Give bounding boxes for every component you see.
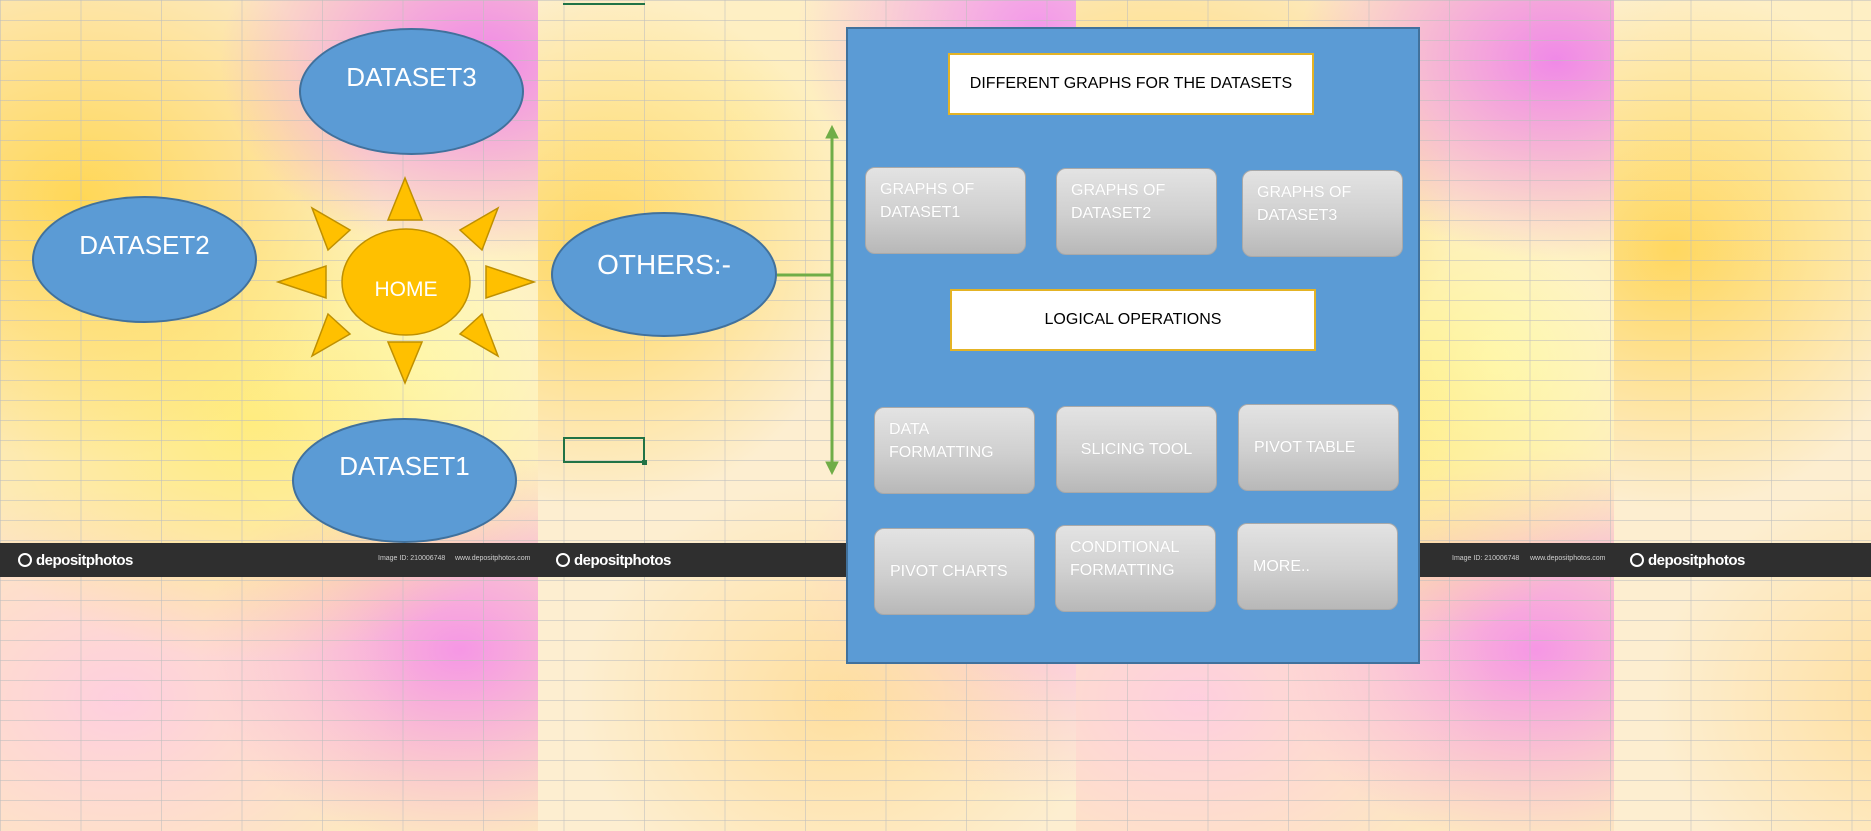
sun-ray — [386, 176, 424, 221]
more-button[interactable]: MORE.. — [1237, 523, 1398, 610]
logical-title: LOGICAL OPERATIONS — [1044, 311, 1222, 328]
watermark-image-id: Image ID: 210006748 — [378, 555, 446, 562]
camera-icon — [556, 553, 570, 567]
sun-ray — [310, 312, 352, 358]
watermark-image-id: Image ID: 210006748 — [1452, 555, 1520, 562]
dataset3-label: DATASET3 — [346, 62, 477, 92]
active-column-indicator — [563, 0, 645, 5]
sun-ray — [458, 312, 500, 358]
graphs-title: DIFFERENT GRAPHS FOR THE DATASETS — [969, 75, 1293, 92]
sun-ray — [275, 264, 327, 300]
home-sun-shape[interactable] — [270, 170, 540, 390]
sun-ray — [386, 341, 424, 385]
graphs-dataset3-button[interactable]: GRAPHS OF DATASET3 — [1242, 170, 1403, 257]
watermark-logo: depositphotos — [18, 551, 133, 569]
watermark-site: www.depositphotos.com — [1530, 555, 1606, 562]
watermark-logo: depositphotos — [1630, 551, 1745, 569]
selected-cell[interactable] — [563, 437, 647, 465]
graphs-dataset2-button[interactable]: GRAPHS OF DATASET2 — [1056, 168, 1217, 255]
connector-arrows — [777, 124, 839, 476]
others-label: OTHERS:- — [597, 248, 731, 280]
pivot-table-button[interactable]: PIVOT TABLE — [1238, 404, 1399, 491]
data-formatting-button[interactable]: DATA FORMATTING — [874, 407, 1035, 494]
dataset1-shape[interactable]: DATASET1 — [292, 418, 517, 543]
dataset2-shape[interactable]: DATASET2 — [32, 196, 257, 323]
dataset2-label: DATASET2 — [79, 230, 210, 260]
sun-ray — [310, 206, 352, 252]
logical-title-box: LOGICAL OPERATIONS — [950, 289, 1316, 351]
home-label[interactable]: HOME — [374, 278, 438, 301]
others-shape[interactable]: OTHERS:- — [551, 212, 777, 337]
camera-icon — [18, 553, 32, 567]
camera-icon — [1630, 553, 1644, 567]
watermark-site: www.depositphotos.com — [455, 555, 531, 562]
background-image-tile — [1614, 0, 1871, 831]
sun-ray — [458, 206, 500, 252]
sun-core — [341, 228, 471, 336]
conditional-formatting-button[interactable]: CONDITIONAL FORMATTING — [1055, 525, 1216, 612]
pivot-charts-button[interactable]: PIVOT CHARTS — [874, 528, 1035, 615]
dataset1-label: DATASET1 — [339, 451, 470, 481]
graphs-title-box: DIFFERENT GRAPHS FOR THE DATASETS — [948, 53, 1314, 115]
dataset3-shape[interactable]: DATASET3 — [299, 28, 524, 155]
graphs-dataset1-button[interactable]: GRAPHS OF DATASET1 — [865, 167, 1026, 254]
sun-ray — [485, 264, 537, 300]
slicing-tool-button[interactable]: SLICING TOOL — [1056, 406, 1217, 493]
watermark-logo: depositphotos — [556, 551, 671, 569]
